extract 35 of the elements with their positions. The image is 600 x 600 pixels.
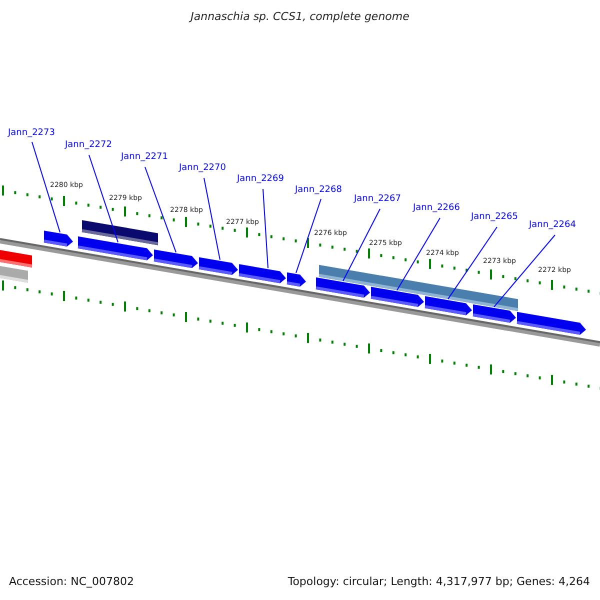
- gene-block: [424, 296, 472, 316]
- leader-line: [296, 198, 322, 274]
- gene-block: [516, 312, 586, 335]
- leader-line: [144, 166, 176, 253]
- gene-label: Jann_2270: [179, 164, 226, 173]
- accession-text: Accession: NC_007802: [9, 576, 134, 587]
- leader-line: [204, 178, 220, 260]
- gene-label: Jann_2265: [471, 213, 518, 222]
- gene-bar: [82, 220, 158, 246]
- gene-block: [472, 304, 516, 323]
- gene-label: Jann_2267: [354, 195, 401, 204]
- gene-block: [198, 257, 238, 275]
- gene-block: [78, 236, 153, 260]
- leader-line: [88, 154, 118, 243]
- leader-line: [494, 234, 556, 308]
- gene-label: Jann_2264: [529, 221, 576, 230]
- genome-info-text: Topology: circular; Length: 4,317,977 bp; Genes: 4,264: [288, 576, 590, 587]
- gene-block: [154, 250, 198, 268]
- leader-line: [342, 208, 380, 282]
- leader-line: [448, 226, 498, 300]
- gene-label: Jann_2269: [237, 175, 284, 184]
- gene-label: Jann_2271: [121, 153, 168, 162]
- gene-label: Jann_2272: [65, 141, 112, 150]
- gene-bar: [0, 265, 28, 283]
- gene-bar: [318, 264, 518, 312]
- gene-block: [286, 272, 306, 287]
- leader-line: [262, 188, 268, 269]
- leader-line: [396, 218, 440, 291]
- title: Jannaschia sp. CCS1, complete genome: [188, 11, 410, 22]
- gene-block: [44, 230, 73, 246]
- gene-label: Jann_2273: [8, 129, 55, 138]
- gene-bar: [0, 249, 32, 268]
- gene-label: Jann_2268: [295, 186, 342, 195]
- leader-line: [32, 142, 60, 233]
- gene-label: Jann_2266: [413, 204, 460, 213]
